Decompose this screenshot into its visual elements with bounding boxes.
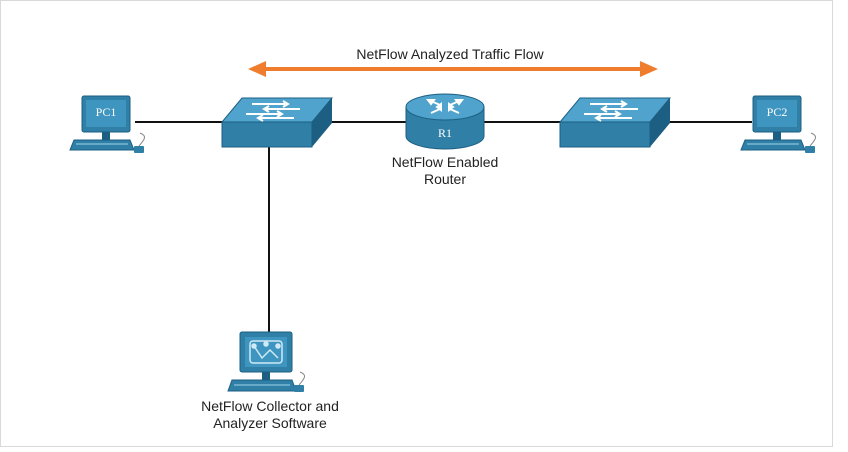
bidirectional-arrow-icon xyxy=(248,61,658,77)
network-links xyxy=(135,121,752,333)
collector-pc-icon[interactable] xyxy=(227,331,306,392)
switch1-icon[interactable] xyxy=(220,97,334,148)
router-caption-line1: NetFlow Enabled xyxy=(391,154,499,170)
collector-caption-line2: Analyzer Software xyxy=(213,415,327,431)
traffic-flow-label: NetFlow Analyzed Traffic Flow xyxy=(356,46,544,62)
collector-caption: NetFlow Collector and Analyzer Software xyxy=(170,398,370,432)
router-icon[interactable] xyxy=(405,93,485,150)
pc1-label: PC1 xyxy=(95,105,117,119)
router-caption: NetFlow Enabled Router xyxy=(365,154,525,188)
switch2-icon[interactable] xyxy=(558,97,672,148)
diagram-frame xyxy=(0,0,833,447)
router-label: R1 xyxy=(437,126,452,140)
collector-caption-line1: NetFlow Collector and xyxy=(201,398,339,414)
pc2-label: PC2 xyxy=(766,105,788,119)
pc1-icon[interactable] xyxy=(69,95,146,153)
pc2-icon[interactable] xyxy=(740,95,817,153)
router-caption-line2: Router xyxy=(423,171,467,187)
